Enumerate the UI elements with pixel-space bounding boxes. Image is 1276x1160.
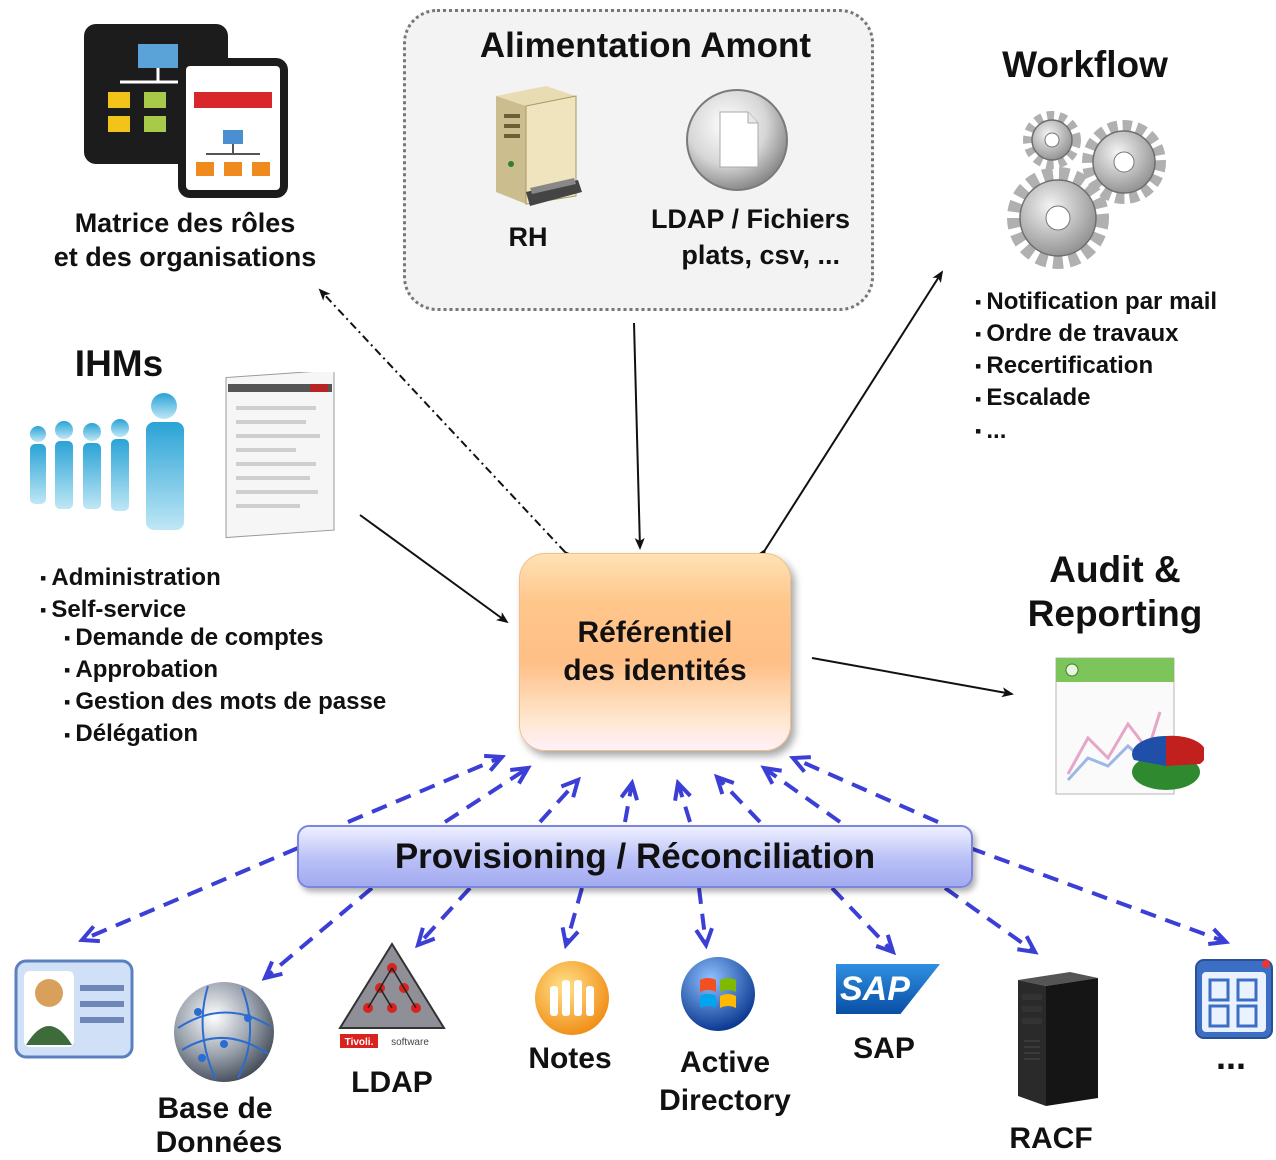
blue-arrow-down-3 [418, 886, 472, 945]
audit-line1: Audit & [1049, 549, 1181, 590]
base-line1: Base de [157, 1092, 273, 1125]
database-globe-icon [174, 982, 274, 1082]
blue-arrow-up-5 [678, 783, 692, 823]
ihms-item: Administration [40, 562, 460, 594]
workflow-item: Ordre de travaux [975, 318, 1265, 350]
blue-arrow-down-7 [943, 886, 1035, 952]
ldap-files-line2: plats, csv, ... [681, 240, 840, 270]
tivoli-pyramid-icon: Tivoli. software [338, 942, 446, 1048]
lotus-notes-icon [535, 961, 609, 1035]
blue-arrow-down-8 [969, 846, 1226, 942]
ad-line1: Active [679, 1046, 771, 1079]
referentiel-line2: des identités [563, 654, 747, 687]
blue-arrow-down-4 [566, 887, 584, 945]
alimentation-title: Alimentation Amont [479, 26, 812, 65]
workflow-list: Notification par mail Ordre de travaux R… [975, 286, 1265, 447]
workflow-item: Escalade [975, 382, 1265, 414]
ihms-sublist: Demande de comptes Approbation Gestion d… [44, 622, 464, 751]
contact-card-icon [14, 959, 134, 1059]
provisioning-label: Provisioning / Réconciliation [394, 836, 876, 876]
base-line2: Données [155, 1126, 283, 1159]
ihms-subitem: Demande de comptes [44, 622, 464, 654]
racf-label: RACF [1009, 1122, 1093, 1155]
report-chart-icon [1055, 657, 1204, 795]
ihms-list: Administration Self-service [40, 562, 460, 626]
ldap-label: LDAP [351, 1066, 433, 1099]
sap-label: SAP [853, 1032, 915, 1065]
app-window-icon [1195, 959, 1273, 1039]
ihms-title: IHMs [74, 343, 164, 384]
blue-arrow-down-2 [265, 886, 374, 978]
rh-label: RH [508, 222, 548, 252]
blue-arrow-down-6 [830, 886, 893, 952]
tivoli-brand: Tivoli. [345, 1037, 374, 1048]
matrice-line2: et des organisations [53, 242, 317, 272]
workflow-item: Recertification [975, 350, 1265, 382]
arrow-workflow-center [755, 270, 944, 562]
matrice-line1: Matrice des rôles [74, 208, 296, 238]
ihms-subitem: Délégation [44, 718, 464, 750]
provisioning-bar: Provisioning / Réconciliation [297, 825, 973, 888]
blue-arrow-up-7 [764, 768, 842, 824]
ihms-subitem: Gestion des mots de passe [44, 686, 464, 718]
arrow-center-to-audit [811, 657, 1014, 698]
more-label: ... [1215, 1036, 1246, 1077]
sap-logo-icon: SAP [836, 964, 940, 1014]
org-chart-icon [84, 24, 288, 198]
workflow-item: Notification par mail [975, 286, 1265, 318]
workflow-item: ... [975, 415, 1265, 447]
arrow-amont-to-center [633, 322, 645, 550]
windows-logo-icon [681, 957, 755, 1031]
screen-form-icon [225, 372, 335, 539]
blue-arrow-up-2 [443, 768, 528, 824]
server-icon [496, 86, 582, 206]
workflow-title: Workflow [1002, 44, 1168, 85]
ihms-subitem: Approbation [44, 654, 464, 686]
ad-line2: Directory [659, 1084, 791, 1117]
notes-label: Notes [528, 1042, 612, 1075]
blue-arrow-down-1 [82, 846, 299, 940]
blue-arrow-up-1 [347, 757, 502, 824]
tivoli-software: software [391, 1037, 429, 1048]
blue-arrow-up-3 [538, 780, 578, 824]
people-icon [30, 393, 184, 530]
ihms-item: Self-service [40, 594, 460, 626]
blue-arrow-up-6 [717, 777, 762, 824]
gears-icon [1007, 111, 1166, 269]
blue-arrow-up-8 [793, 758, 939, 824]
blue-arrow-up-4 [625, 783, 632, 823]
audit-line2: Reporting [1027, 593, 1203, 634]
arrow-center-to-matrice [318, 288, 576, 563]
tower-server-icon [1018, 972, 1098, 1106]
blue-arrow-down-5 [699, 887, 706, 945]
file-icon [686, 89, 788, 191]
alimentation-amont-group [403, 9, 874, 311]
referentiel-line1: Référentiel [577, 616, 733, 649]
referentiel-box: Référentiel des identités [519, 553, 791, 751]
ldap-files-line1: LDAP / Fichiers [650, 204, 850, 234]
